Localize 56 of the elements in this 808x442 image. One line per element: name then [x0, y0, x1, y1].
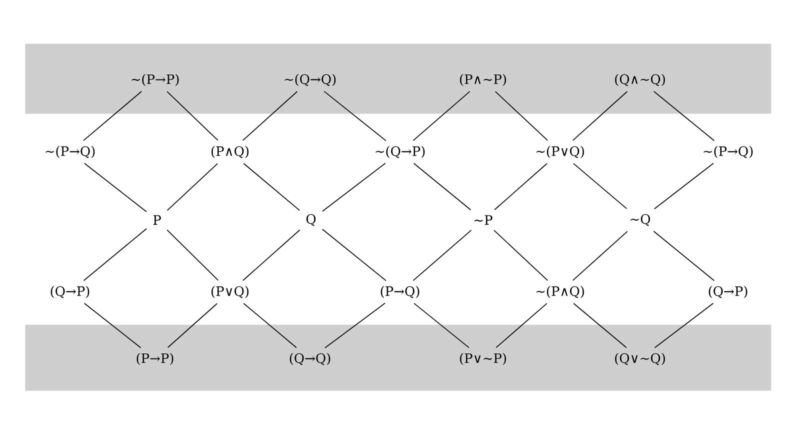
formula-label: (P∨~P): [460, 353, 506, 365]
connector-line: [167, 303, 218, 348]
formula-label: (Q→P): [708, 286, 748, 298]
formula-label: (P∨Q): [212, 286, 249, 298]
formula-label: (P→P): [136, 353, 174, 365]
connector-line: [412, 90, 470, 141]
connector-line: [654, 162, 714, 210]
connector-line: [494, 230, 548, 281]
connector-line: [243, 302, 297, 348]
formula-label: (Q∨~Q): [615, 353, 665, 365]
formula-label: ~(P∨Q): [536, 146, 584, 158]
connector-line: [572, 162, 628, 210]
connector-line: [243, 162, 300, 211]
formula-label: ~P: [474, 215, 492, 225]
connector-line: [166, 91, 218, 141]
connector-line: [494, 91, 548, 141]
connector-line: [494, 163, 548, 210]
formula-label: P: [153, 215, 161, 225]
connector-line: [166, 230, 219, 281]
formula-label: (Q∧~Q): [615, 74, 665, 86]
connector-line: [653, 230, 715, 282]
formula-label: ~(Q→P): [376, 146, 425, 158]
connector-line: [84, 302, 142, 348]
connector-line: [83, 228, 148, 282]
connector-line: [412, 230, 472, 281]
formula-label: ~(P∧Q): [536, 286, 584, 298]
connector-line: [324, 302, 386, 348]
connector-line: [414, 302, 470, 348]
connector-line: [322, 162, 386, 212]
band: [25, 44, 772, 114]
connector-line: [84, 162, 147, 212]
formula-label: ~(Q→Q): [284, 74, 336, 86]
connector-line: [166, 163, 218, 211]
connector-line: [572, 91, 628, 141]
formula-label: (Q→Q): [290, 353, 330, 365]
connector-line: [573, 302, 627, 348]
connector-line: [322, 228, 386, 282]
connector-line: [242, 91, 298, 141]
formula-label: Q: [306, 214, 316, 226]
connector-line: [324, 90, 386, 142]
connector-line: [242, 230, 300, 281]
connector-line: [572, 230, 628, 281]
formula-label: ~Q: [630, 214, 650, 226]
formula-label: (P∧~P): [460, 74, 506, 86]
connector-line: [653, 90, 715, 142]
formula-label: (Q→P): [50, 286, 90, 298]
connector-line: [413, 162, 472, 210]
connector-line: [496, 303, 548, 348]
formula-label: ~(P→Q): [704, 146, 753, 158]
formula-label: (P→Q): [380, 286, 420, 298]
formula-label: ~(P→Q): [46, 146, 95, 158]
formula-label: (P∧Q): [212, 146, 249, 158]
formula-label: ~(P→P): [132, 74, 179, 86]
band: [25, 324, 772, 391]
connector-line: [83, 90, 142, 142]
connector-line: [654, 302, 714, 348]
